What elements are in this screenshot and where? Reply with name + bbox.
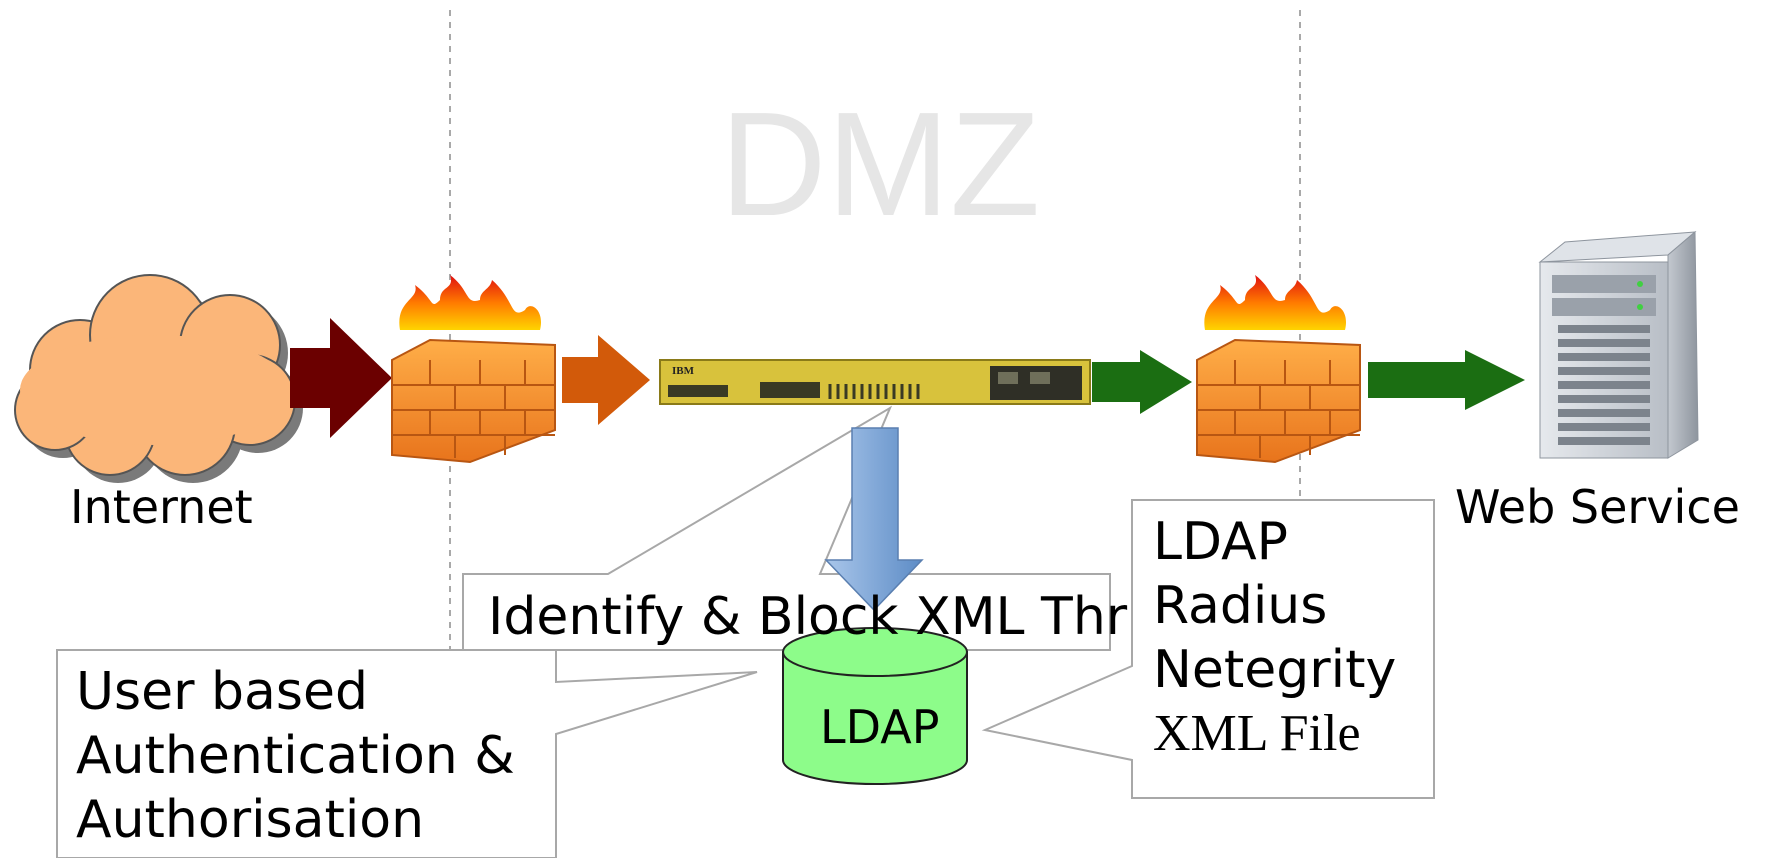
callout-directories-shape — [981, 499, 1435, 799]
callout-threats-text: Identify & Block XML Threats — [488, 587, 1128, 647]
arrow-appliance-to-ldap — [824, 427, 924, 612]
firewall-inner-icon — [1196, 275, 1361, 464]
internet-label: Internet — [70, 480, 253, 534]
appliance-brand-mark: IBM — [672, 365, 695, 377]
arrow-internet-to-firewall — [290, 318, 392, 438]
callout-threats-shape — [462, 405, 1111, 651]
ldap-label: LDAP — [820, 700, 940, 754]
web-service-label: Web Service — [1455, 480, 1740, 534]
database-cylinder-icon — [782, 627, 968, 785]
server-tower-icon — [1538, 230, 1699, 459]
xml-gateway-appliance-icon: IBM — [659, 359, 1091, 405]
callout-directories-text: LDAP Radius Netegrity XML File — [1153, 510, 1396, 766]
cloud-icon — [14, 274, 303, 483]
callout-auth-line: User based — [76, 662, 369, 722]
callout-auth-line: Authentication & — [76, 726, 515, 786]
callout-auth-line: Authorisation — [76, 790, 425, 850]
arrow-firewall-to-server — [1368, 350, 1525, 410]
callout-auth-text: User based Authentication & Authorisatio… — [76, 660, 515, 852]
callout-directories-line: LDAP — [1153, 512, 1289, 572]
callout-directories-line: Netegrity — [1153, 640, 1397, 700]
callout-directories-line: Radius — [1153, 576, 1328, 636]
callout-directories-line: XML File — [1153, 705, 1361, 762]
arrow-firewall-to-appliance — [562, 335, 650, 425]
firewall-outer-icon — [391, 275, 556, 464]
dmz-zone-label: DMZ — [720, 82, 1041, 247]
arrow-appliance-to-firewall — [1092, 350, 1192, 414]
